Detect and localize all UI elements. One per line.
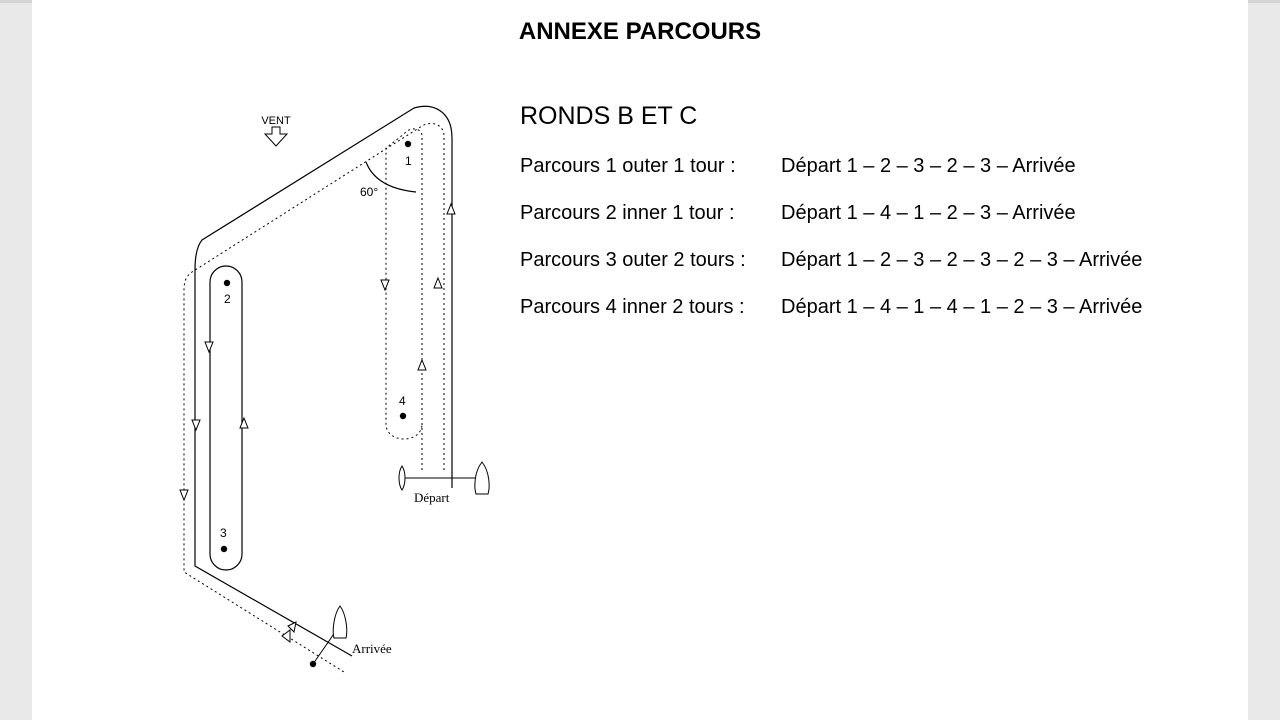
arrow-up-icon [433,276,443,289]
mark-4-label: 4 [399,394,406,408]
arrow-down-icon [191,419,201,432]
finish-label: Arrivée [352,641,392,656]
inner-loop-dotted-line [385,128,423,470]
mark-2-buoy [223,279,231,287]
mark-1-buoy [404,140,412,148]
arrow-down-right-icon [287,621,297,634]
arrow-down-icon [380,279,390,292]
arrow-down-icon [204,341,214,354]
angle-arc [365,161,417,193]
section-title: RONDS B ET C [520,102,698,130]
mark-4-buoy [399,412,407,420]
course-label: Parcours 3 outer 2 tours : [520,249,746,271]
finish-boat-icon [332,605,348,639]
mark-3-label: 3 [220,526,227,540]
course-sequence: Départ 1 – 2 – 3 – 2 – 3 – 2 – 3 – Arriv… [781,249,1143,271]
outer-course-dotted-line [183,122,445,673]
wind-label: VENT [261,115,291,127]
course-diagram: VENT 60° 1 2 3 [179,105,490,673]
arrow-down-right-icon [281,629,291,643]
document-title: ANNEXE PARCOURS [518,18,762,45]
arrow-down-icon [179,489,189,502]
course-sequence: Départ 1 – 4 – 1 – 4 – 1 – 2 – 3 – Arriv… [781,296,1143,318]
course-label: Parcours 2 inner 1 tour : [520,202,735,224]
arrow-up-icon [446,202,456,215]
mark-1-label: 1 [405,154,412,168]
marks-2-3-loop-line [209,265,243,571]
angle-label: 60° [360,185,378,199]
start-label: Départ [414,490,450,505]
course-sequence: Départ 1 – 4 – 1 – 2 – 3 – Arrivée [781,202,1076,224]
direction-arrows [179,202,456,643]
course-sequence: Départ 1 – 2 – 3 – 2 – 3 – Arrivée [781,155,1076,177]
mark-3-buoy [220,545,228,553]
start-pin-boat-icon [474,461,490,495]
mark-2-label: 2 [224,292,231,306]
finish-buoy [309,660,317,668]
course-label: Parcours 4 inner 2 tours : [520,296,745,318]
wind-arrow-icon [263,126,289,147]
course-label: Parcours 1 outer 1 tour : [520,155,736,177]
start-committee-boat-icon [398,465,406,491]
arrow-up-icon [417,358,427,371]
arrow-up-icon [239,416,249,429]
outer-course-line [194,105,453,657]
document-page: ANNEXE PARCOURS VENT 60° [32,0,1248,720]
